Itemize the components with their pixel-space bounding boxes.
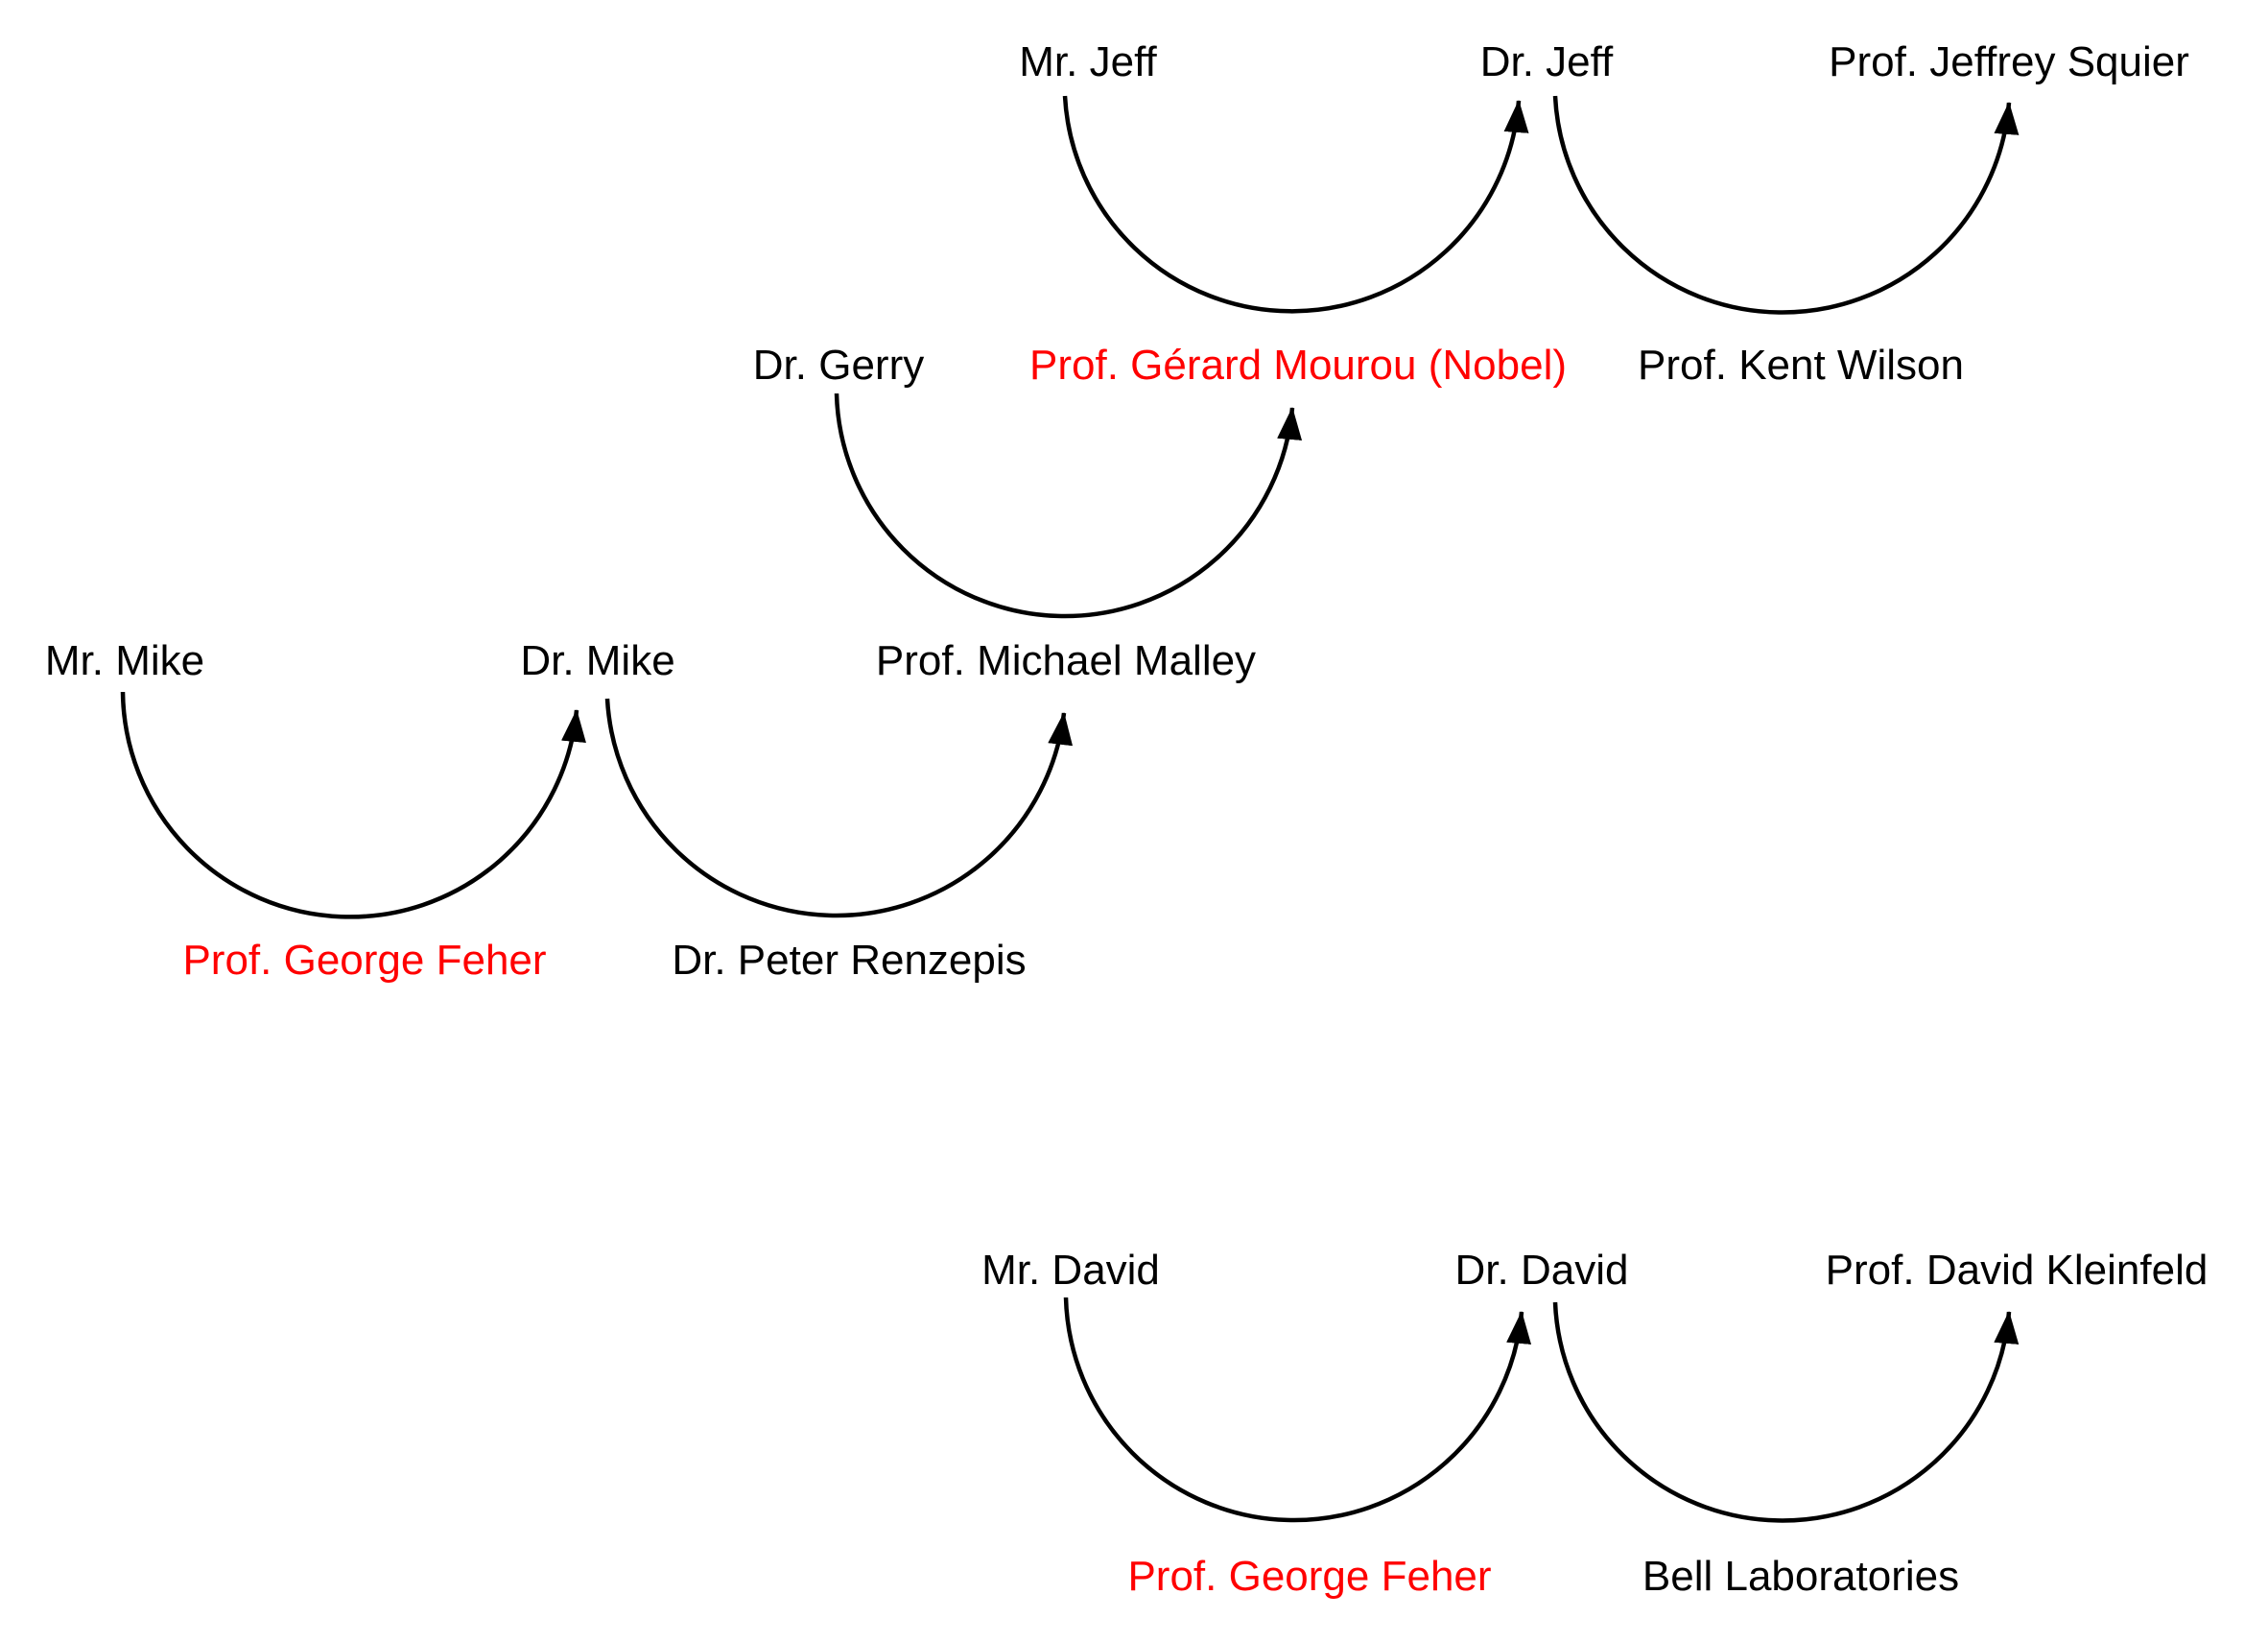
node-dr-mike: Dr. Mike bbox=[520, 637, 675, 684]
node-dr-jeff: Dr. Jeff bbox=[1479, 38, 1614, 85]
node-mr-david: Mr. David bbox=[981, 1247, 1160, 1294]
node-prof-george-feher-2: Prof. George Feher bbox=[1127, 1553, 1492, 1600]
arc-mr-david-to-dr-david bbox=[1063, 1297, 1531, 1523]
node-bell-laboratories: Bell Laboratories bbox=[1642, 1553, 1960, 1600]
node-mr-jeff: Mr. Jeff bbox=[1019, 38, 1157, 85]
arc-mr-jeff-to-dr-jeff bbox=[1062, 95, 1529, 314]
arc-dr-gerry-to-prof-gerard-mourou bbox=[834, 393, 1302, 619]
node-dr-david: Dr. David bbox=[1454, 1247, 1629, 1294]
node-prof-jeffrey-squier: Prof. Jeffrey Squier bbox=[1829, 38, 2189, 85]
node-prof-gerard-mourou: Prof. Gérard Mourou (Nobel) bbox=[1029, 342, 1567, 389]
node-prof-david-kleinfeld: Prof. David Kleinfeld bbox=[1825, 1247, 2209, 1294]
arc-dr-mike-to-prof-michael-malley bbox=[604, 698, 1073, 918]
node-prof-michael-malley: Prof. Michael Malley bbox=[875, 637, 1257, 684]
arc-dr-jeff-to-prof-jeffrey-squier bbox=[1552, 95, 2020, 315]
node-dr-peter-renzepis: Dr. Peter Renzepis bbox=[672, 937, 1027, 984]
arc-dr-david-to-prof-david-kleinfeld bbox=[1552, 1301, 2020, 1523]
node-prof-george-feher-1: Prof. George Feher bbox=[182, 937, 547, 984]
node-dr-gerry: Dr. Gerry bbox=[752, 342, 925, 389]
node-prof-kent-wilson: Prof. Kent Wilson bbox=[1638, 342, 1964, 389]
arc-mr-mike-to-dr-mike bbox=[120, 691, 586, 919]
node-mr-mike: Mr. Mike bbox=[44, 637, 205, 684]
